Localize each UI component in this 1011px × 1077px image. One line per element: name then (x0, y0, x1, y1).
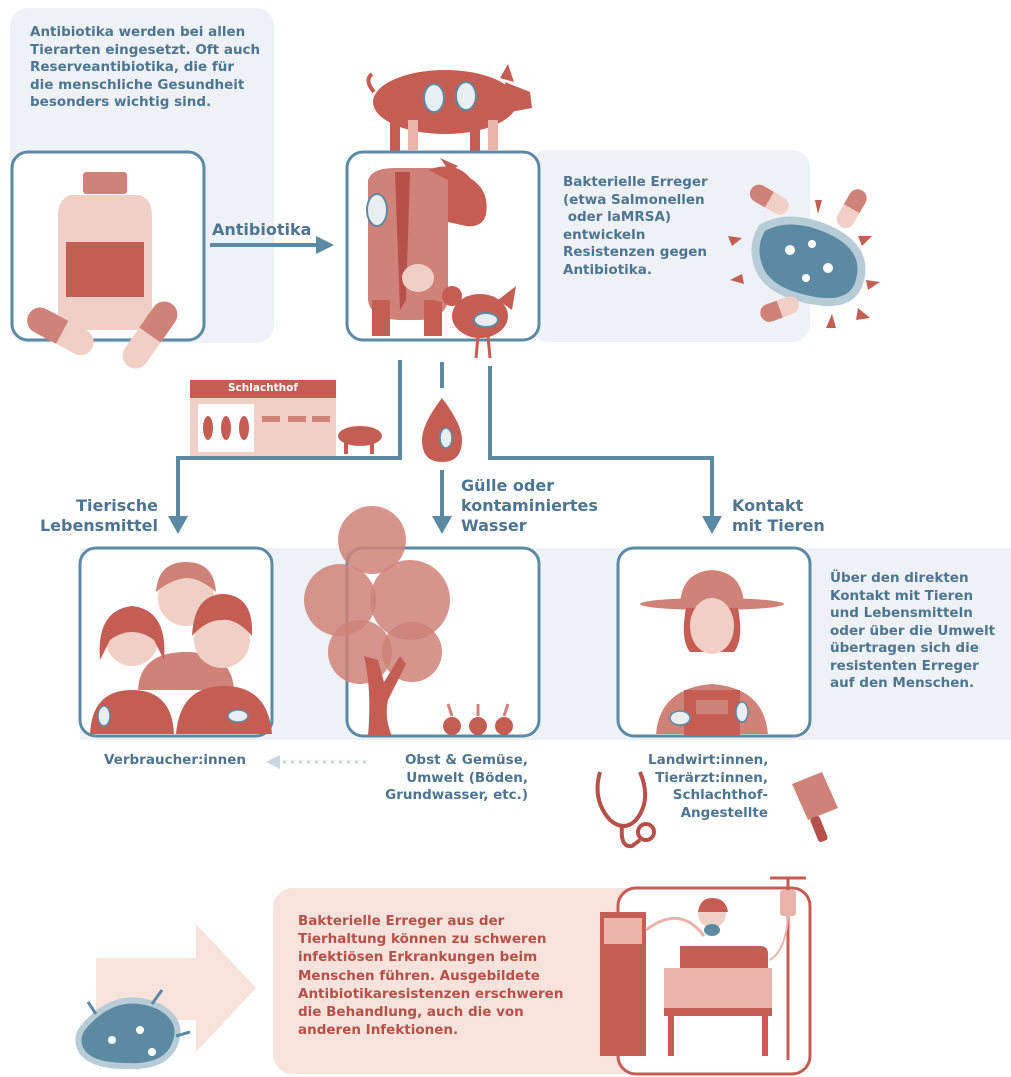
transfer-line: auf den Menschen. (830, 675, 975, 692)
path-line: mit Tieren (732, 516, 825, 535)
transfer-line: Kontakt mit Tieren (830, 587, 974, 604)
infection-line: Bakterielle Erreger aus der (298, 913, 505, 929)
intro-line: Reserveantibiotika, die für (30, 59, 235, 76)
path-line: Tierische (76, 496, 158, 515)
caption-line: Schlachthof- (672, 787, 768, 804)
infection-line: anderen Infektionen. (298, 1022, 459, 1039)
intro-text: Antibiotika werden bei allen Tierarten e… (30, 24, 260, 112)
caption-line: Angestellte (680, 804, 768, 821)
antibiotics-arrow (210, 236, 334, 254)
caption-line: Obst & Gemüse, (404, 752, 528, 768)
path-label-contact: Kontakt mit Tieren (732, 496, 825, 536)
intro-line: Antibiotika werden bei allen (30, 24, 246, 40)
bacteria-line: Resistenzen gegen (563, 244, 708, 261)
slaughterhouse-label: Schlachthof (228, 382, 298, 394)
hospital-icon (600, 876, 812, 1076)
bacterium-icon (75, 989, 191, 1070)
transfer-line: und Lebensmitteln (830, 605, 973, 622)
slaughterhouse-icon (190, 380, 382, 456)
bacteria-line: Antibiotika. (563, 261, 653, 278)
intro-line: besonders wichtig sind. (30, 94, 212, 111)
water-drop-icon (422, 398, 462, 462)
caption-line: Grundwasser, etc.) (385, 787, 528, 804)
infection-line: Antibiotikaresistenzen erschweren (298, 985, 564, 1002)
consumers-icon (78, 546, 274, 738)
bacteria-line: Bakterielle Erreger (563, 174, 708, 190)
medicine-icon (10, 150, 206, 369)
transfer-line: Über den direkten (830, 570, 969, 586)
intro-line: Tierarten eingesetzt. Oft auch (30, 41, 261, 58)
infection-line: Menschen führen. Ausgebildete (298, 967, 540, 984)
infection-line: Tierhaltung können zu schweren (298, 931, 547, 948)
caption-environment: Obst & Gemüse, Umwelt (Böden, Grundwasse… (368, 752, 528, 805)
path-line: Kontakt (732, 496, 804, 515)
livestock-box (345, 150, 541, 359)
environment-icon (304, 506, 541, 738)
bacteria-panel (530, 150, 810, 342)
caption-line: Tierärzt:innen, (655, 769, 768, 786)
transfer-line: oder über die Umwelt (830, 622, 996, 639)
farmer-icon (616, 546, 812, 738)
bacteria-line: entwickeln (563, 226, 646, 243)
bacterium-resistance-icon (728, 184, 880, 328)
path-line: kontaminiertes (461, 496, 598, 515)
stethoscope-icon (595, 771, 656, 849)
infection-text: Bakterielle Erreger aus der Tierhaltung … (298, 912, 563, 1040)
bacteria-line: (etwa Salmonellen (563, 191, 705, 208)
path-label-food: Tierische Lebensmittel (24, 496, 158, 536)
transfer-line: resistenten Erreger (830, 657, 979, 674)
caption-line: Landwirt:innen, (648, 752, 769, 768)
cleaver-icon (792, 772, 838, 843)
infection-line: infektiösen Erkrankungen beim (298, 949, 538, 966)
dotted-arrow (266, 755, 366, 769)
path-line: Lebensmittel (39, 516, 158, 535)
transfer-text: Über den direkten Kontakt mit Tieren und… (830, 570, 995, 693)
path-line: Wasser (461, 516, 527, 535)
bacteria-text: Bakterielle Erreger (etwa Salmonellen od… (563, 174, 708, 279)
caption-workers: Landwirt:innen, Tierärzt:innen, Schlacht… (648, 752, 768, 822)
caption-line: Umwelt (Böden, (406, 769, 528, 786)
pig-icon (366, 64, 532, 152)
caption-consumers: Verbraucher:innen (104, 752, 247, 768)
intro-line: die menschliche Gesundheit (30, 76, 245, 93)
path-label-water: Gülle oder kontaminiertes Wasser (461, 476, 598, 536)
bacteria-line: oder laMRSA) (563, 209, 672, 226)
flow-lines (176, 360, 714, 518)
infection-line: die Behandlung, auch die von (298, 1004, 524, 1021)
transfer-line: übertragen sich die (830, 640, 979, 657)
path-line: Gülle oder (461, 476, 555, 495)
flow-arrowheads (168, 516, 722, 534)
antibiotics-label: Antibiotika (212, 220, 312, 239)
